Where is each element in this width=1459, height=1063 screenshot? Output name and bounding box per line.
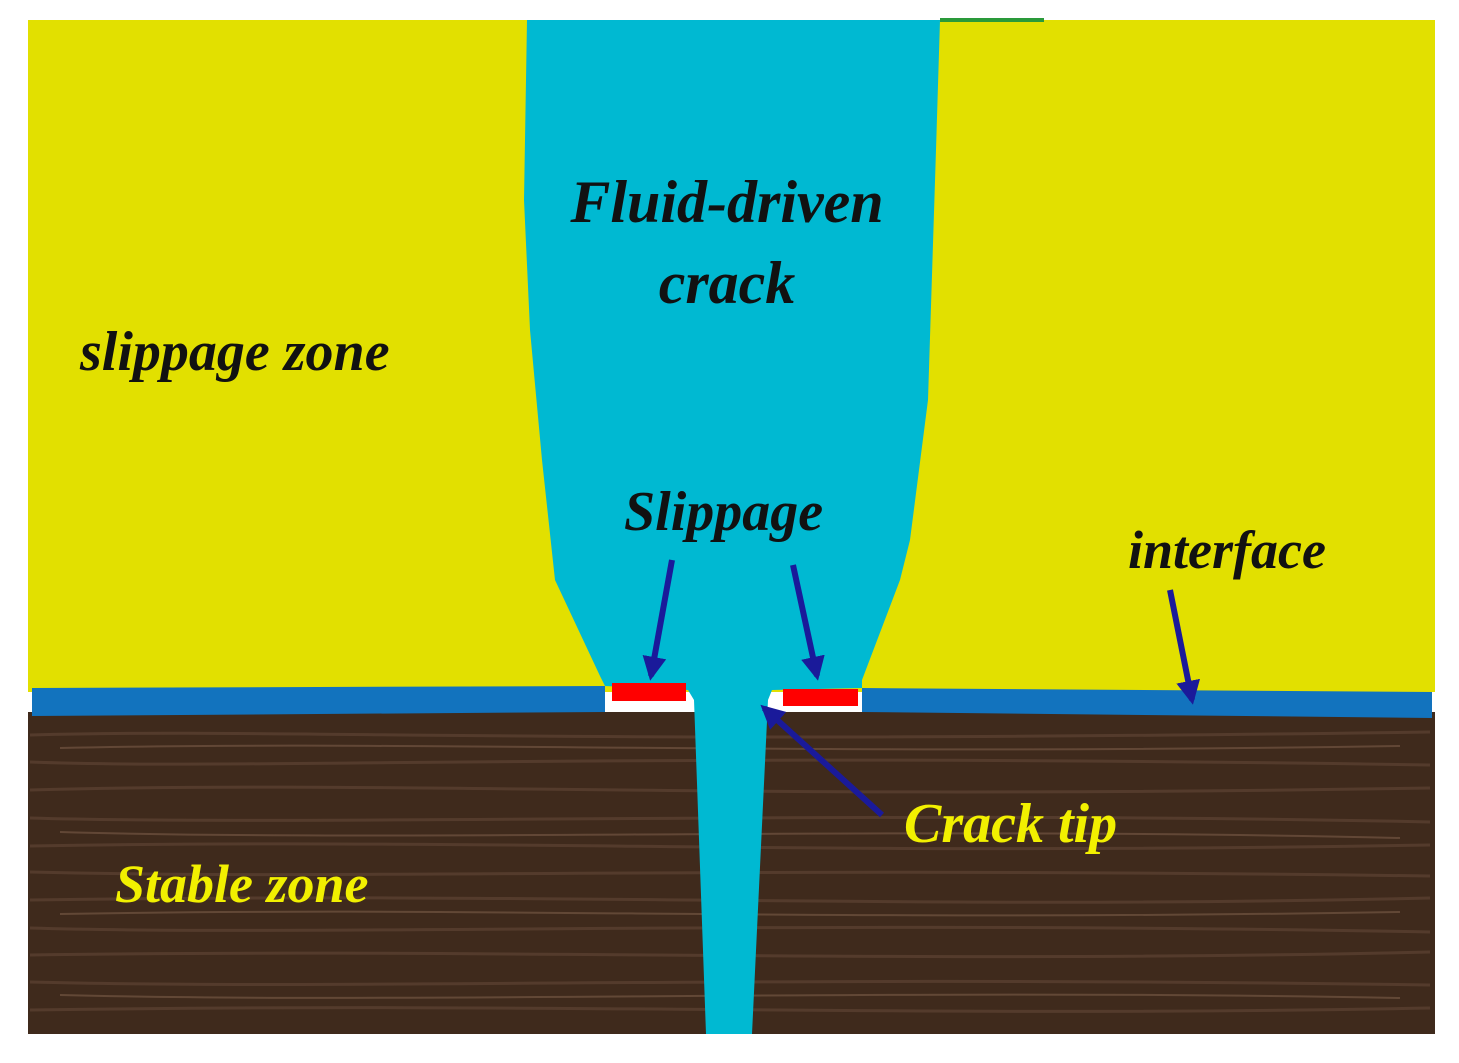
interface-band-right [862,688,1432,718]
wood-grain-highlights [59,744,1401,999]
top-edge [940,18,1044,22]
label-slippage-zone: slippage zone [79,321,390,383]
slip-segment-right [783,689,858,706]
label-slippage: Slippage [624,481,823,543]
label-crack: crack [659,250,796,316]
slippage-arrow-left [642,559,675,681]
fluid-crack [524,20,940,1034]
interface-band [32,686,605,716]
interface-arrow [1167,589,1201,705]
label-crack-tip: Crack tip [904,793,1117,855]
slippage-arrow-right [790,564,825,681]
slip-segment-left [612,683,686,701]
label-interface: interface [1128,520,1326,580]
label-fluid-driven: Fluid-driven [569,169,883,235]
crack-tip-arrow [760,704,885,818]
label-stable-zone: Stable zone [115,854,369,914]
